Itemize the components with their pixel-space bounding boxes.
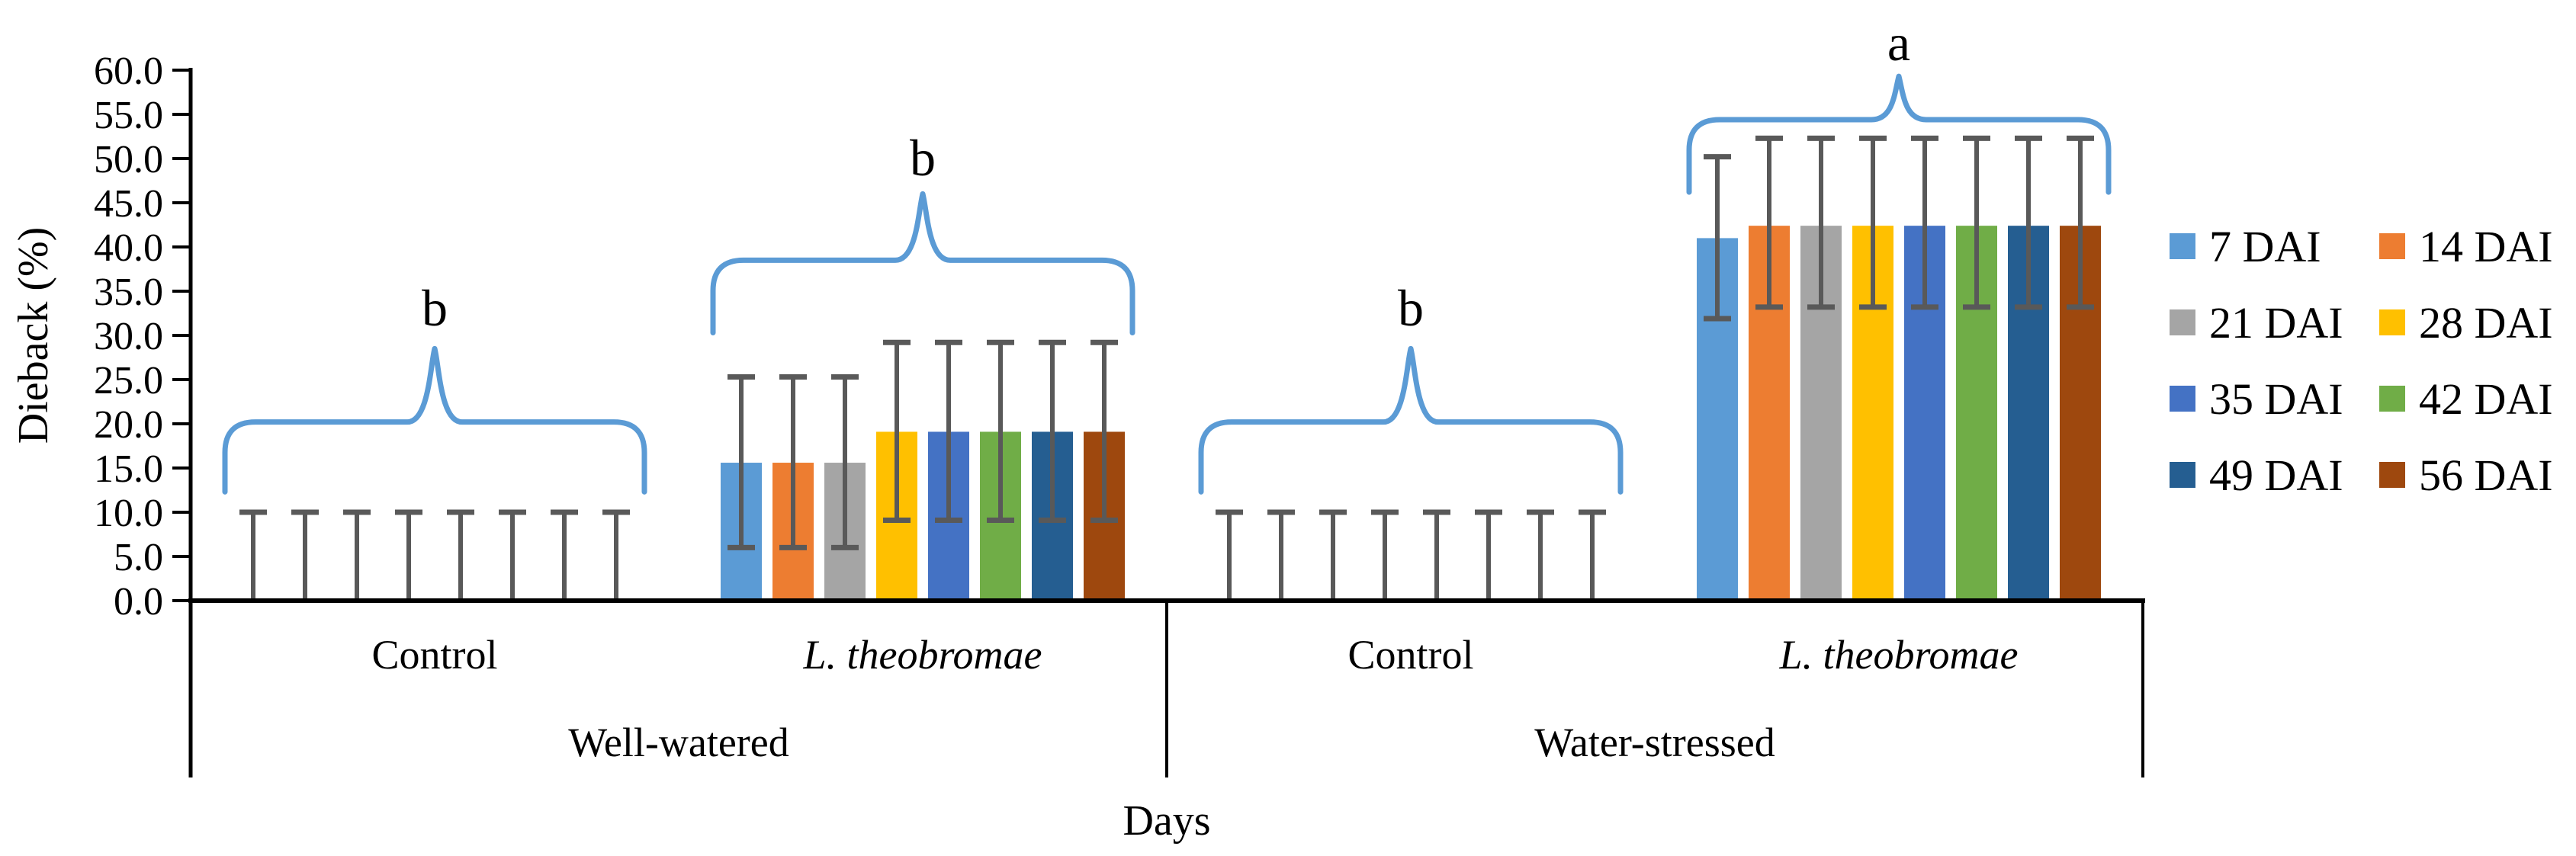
- error-bar-group3-s6: [2015, 135, 2042, 310]
- error-bar-group0-s2: [343, 509, 371, 601]
- legend-swatch-49-dai: [2170, 462, 2195, 488]
- legend-swatch-42-dai: [2379, 386, 2405, 412]
- y-tick-label: 45.0: [94, 182, 163, 226]
- significance-brace: [1198, 345, 1624, 495]
- error-bar-group1-s6: [1039, 339, 1066, 523]
- y-axis-title: Dieback (%): [10, 227, 57, 444]
- significance-brace: [222, 345, 647, 495]
- error-bar-group3-s1: [1755, 135, 1783, 310]
- legend-swatch-35-dai: [2170, 386, 2195, 412]
- significance-letter: a: [1887, 14, 1910, 72]
- y-tick-label: 10.0: [94, 492, 163, 535]
- inoculation-label: Control: [1347, 632, 1473, 678]
- error-bar-group0-s4: [447, 509, 474, 601]
- error-bar-group2-s2: [1319, 509, 1347, 601]
- y-tick-label: 5.0: [114, 536, 163, 579]
- legend-label: 35 DAI: [2209, 374, 2343, 424]
- error-bar-group0-s7: [602, 509, 630, 601]
- error-bar-group1-s2: [831, 374, 859, 550]
- inoculation-label: L. theobromae: [803, 632, 1042, 678]
- error-bar-group1-s1: [779, 374, 807, 550]
- legend-swatch-28-dai: [2379, 309, 2405, 335]
- y-tick-label: 40.0: [94, 226, 163, 270]
- treatment-label: Well-watered: [568, 720, 789, 765]
- legend-swatch-7-dai: [2170, 233, 2195, 259]
- legend-label: 42 DAI: [2419, 374, 2553, 424]
- significance-letter: b: [422, 279, 448, 337]
- legend-label: 14 DAI: [2419, 222, 2553, 271]
- error-bar-group1-s4: [935, 339, 962, 523]
- y-tick-label: 20.0: [94, 403, 163, 447]
- error-bar-group1-s5: [987, 339, 1014, 523]
- legend-label: 56 DAI: [2419, 450, 2553, 500]
- legend-swatch-14-dai: [2379, 233, 2405, 259]
- error-bar-group3-s7: [2067, 135, 2094, 310]
- legend-swatch-56-dai: [2379, 462, 2405, 488]
- error-bar-group3-s0: [1704, 154, 1731, 322]
- y-tick-label: 60.0: [94, 50, 163, 93]
- error-bar-group3-s5: [1963, 135, 1990, 310]
- treatment-label: Water-stressed: [1534, 720, 1775, 765]
- y-tick-label: 50.0: [94, 138, 163, 181]
- error-bar-group0-s3: [395, 509, 422, 601]
- error-bar-group3-s4: [1911, 135, 1938, 310]
- error-bar-group3-s2: [1807, 135, 1835, 310]
- y-tick-label: 15.0: [94, 447, 163, 491]
- significance-letter: b: [910, 129, 936, 187]
- error-bar-group2-s3: [1371, 509, 1399, 601]
- y-tick-label: 55.0: [94, 94, 163, 137]
- error-bar-group1-s7: [1090, 339, 1118, 523]
- error-bar-group2-s1: [1267, 509, 1295, 601]
- error-bar-group1-s3: [883, 339, 911, 523]
- legend-label: 28 DAI: [2419, 298, 2553, 348]
- y-tick-label: 30.0: [94, 315, 163, 358]
- error-bar-group2-s0: [1216, 509, 1243, 601]
- y-tick-label: 25.0: [94, 359, 163, 402]
- error-bar-group2-s5: [1475, 509, 1502, 601]
- legend-label: 21 DAI: [2209, 298, 2343, 348]
- significance-brace: [1686, 73, 2112, 195]
- inoculation-label: L. theobromae: [1779, 632, 2019, 678]
- error-bar-group1-s0: [728, 374, 755, 550]
- legend-label: 49 DAI: [2209, 450, 2343, 500]
- significance-brace: [710, 191, 1135, 336]
- legend-swatch-21-dai: [2170, 309, 2195, 335]
- x-axis-title: Days: [1123, 797, 1210, 845]
- error-bar-group0-s5: [499, 509, 526, 601]
- legend-label: 7 DAI: [2209, 222, 2321, 271]
- inoculation-label: Control: [371, 632, 497, 678]
- error-bar-group2-s6: [1527, 509, 1554, 601]
- y-tick-label: 0.0: [114, 580, 163, 624]
- error-bar-group0-s1: [291, 509, 319, 601]
- significance-letter: b: [1398, 279, 1424, 337]
- error-bar-group2-s4: [1423, 509, 1450, 601]
- error-bar-group2-s7: [1579, 509, 1606, 601]
- y-tick-label: 35.0: [94, 271, 163, 314]
- error-bar-group0-s0: [239, 509, 267, 601]
- error-bar-group0-s6: [551, 509, 578, 601]
- error-bar-group3-s3: [1859, 135, 1887, 310]
